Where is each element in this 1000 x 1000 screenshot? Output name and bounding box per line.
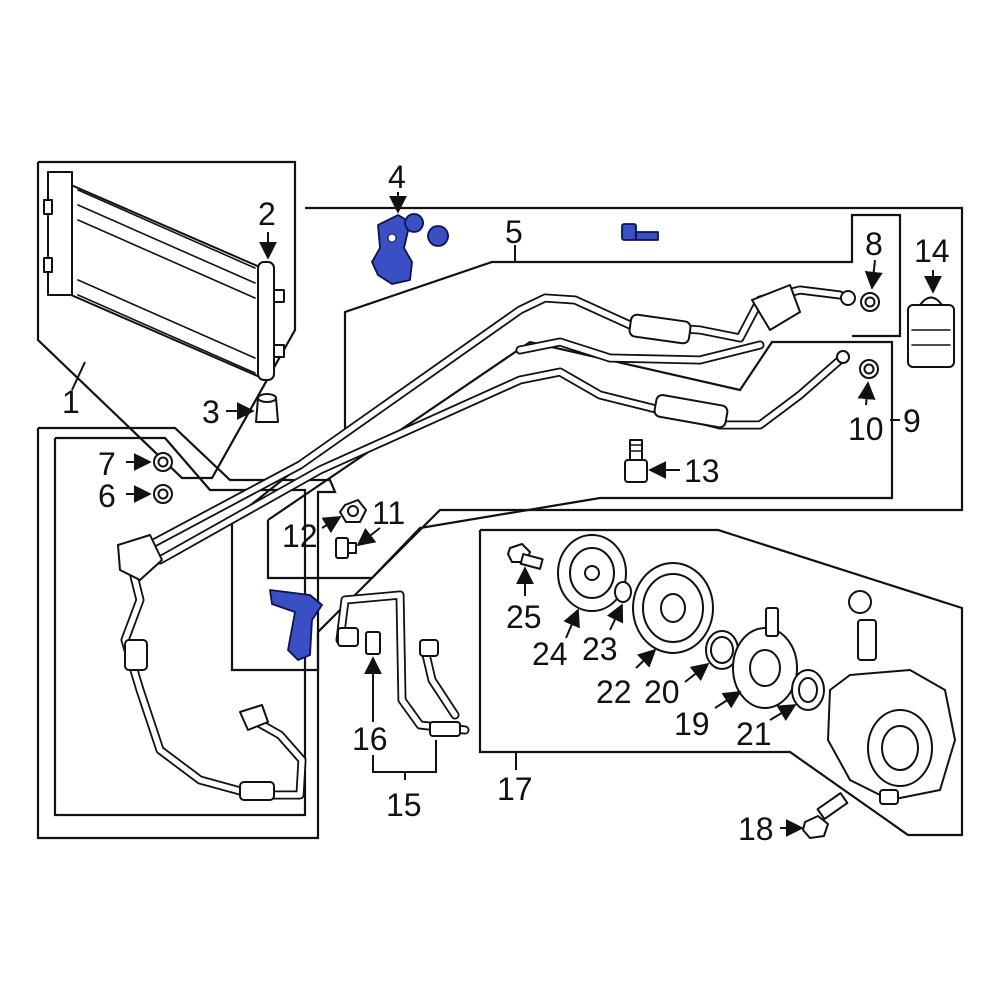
callout-labels: 1 2 3 4 5 6 7 8 9 10 11 12 13 14 15 16 1… bbox=[62, 159, 950, 847]
callout-25: 25 bbox=[506, 599, 542, 635]
callout-15: 15 bbox=[386, 787, 422, 823]
suction-line-9[interactable] bbox=[155, 337, 850, 565]
callout-4: 4 bbox=[388, 159, 406, 195]
leader-lines bbox=[71, 192, 942, 837]
callout-5: 5 bbox=[505, 214, 523, 250]
bracket-bolt[interactable] bbox=[621, 223, 659, 241]
callout-12: 12 bbox=[282, 518, 318, 554]
valve-core-11[interactable] bbox=[335, 537, 357, 559]
pressure-line-5[interactable] bbox=[145, 284, 856, 550]
callout-21: 21 bbox=[736, 716, 772, 752]
compressor-group-frame bbox=[478, 528, 964, 837]
o-ring-8[interactable] bbox=[860, 292, 880, 312]
service-valve-13[interactable] bbox=[624, 439, 648, 483]
line-bracket-highlighted[interactable] bbox=[269, 589, 323, 661]
condenser[interactable] bbox=[43, 171, 263, 379]
o-ring-6[interactable] bbox=[153, 484, 173, 504]
snap-ring-20[interactable] bbox=[705, 630, 739, 670]
callout-24: 24 bbox=[532, 636, 568, 672]
line-bracket-4[interactable] bbox=[371, 213, 449, 285]
drier-cap[interactable] bbox=[255, 393, 279, 423]
o-ring-7[interactable] bbox=[153, 452, 173, 472]
bolt-18[interactable] bbox=[802, 792, 849, 839]
callout-8: 8 bbox=[865, 226, 883, 262]
hub-24[interactable] bbox=[557, 534, 627, 612]
o-ring-10[interactable] bbox=[859, 359, 879, 379]
hose-group-frame bbox=[36, 426, 337, 840]
compressor[interactable] bbox=[827, 590, 956, 805]
pulley-22[interactable] bbox=[632, 562, 714, 654]
hose-assembly-left[interactable] bbox=[117, 534, 307, 801]
liquid-line-15[interactable] bbox=[335, 590, 470, 737]
switch-14[interactable] bbox=[907, 296, 955, 368]
callout-23: 23 bbox=[582, 631, 618, 667]
callout-11: 11 bbox=[372, 495, 405, 531]
callout-6: 6 bbox=[98, 478, 116, 514]
callout-17: 17 bbox=[497, 771, 533, 807]
callout-1: 1 bbox=[62, 384, 80, 420]
callout-13: 13 bbox=[684, 453, 720, 489]
callout-16: 16 bbox=[352, 721, 388, 757]
seal-21[interactable] bbox=[791, 669, 825, 711]
condenser-group-frame bbox=[36, 160, 297, 480]
line-group-9-frame bbox=[266, 340, 894, 580]
callout-10: 10 bbox=[848, 411, 884, 447]
callout-20: 20 bbox=[644, 674, 680, 710]
callout-19: 19 bbox=[674, 706, 710, 742]
callout-14: 14 bbox=[914, 233, 950, 269]
bolt-25[interactable] bbox=[507, 543, 544, 570]
callout-9: 9 bbox=[903, 403, 921, 439]
shim-23[interactable] bbox=[614, 581, 632, 603]
valve-16[interactable] bbox=[365, 631, 381, 655]
callout-7: 7 bbox=[98, 446, 116, 482]
callout-18: 18 bbox=[738, 811, 774, 847]
callout-22: 22 bbox=[596, 674, 632, 710]
callout-3: 3 bbox=[202, 394, 220, 430]
nut-12[interactable] bbox=[339, 499, 367, 523]
field-coil-19[interactable] bbox=[732, 607, 798, 709]
receiver-drier[interactable] bbox=[257, 261, 285, 381]
callout-2: 2 bbox=[258, 196, 276, 232]
